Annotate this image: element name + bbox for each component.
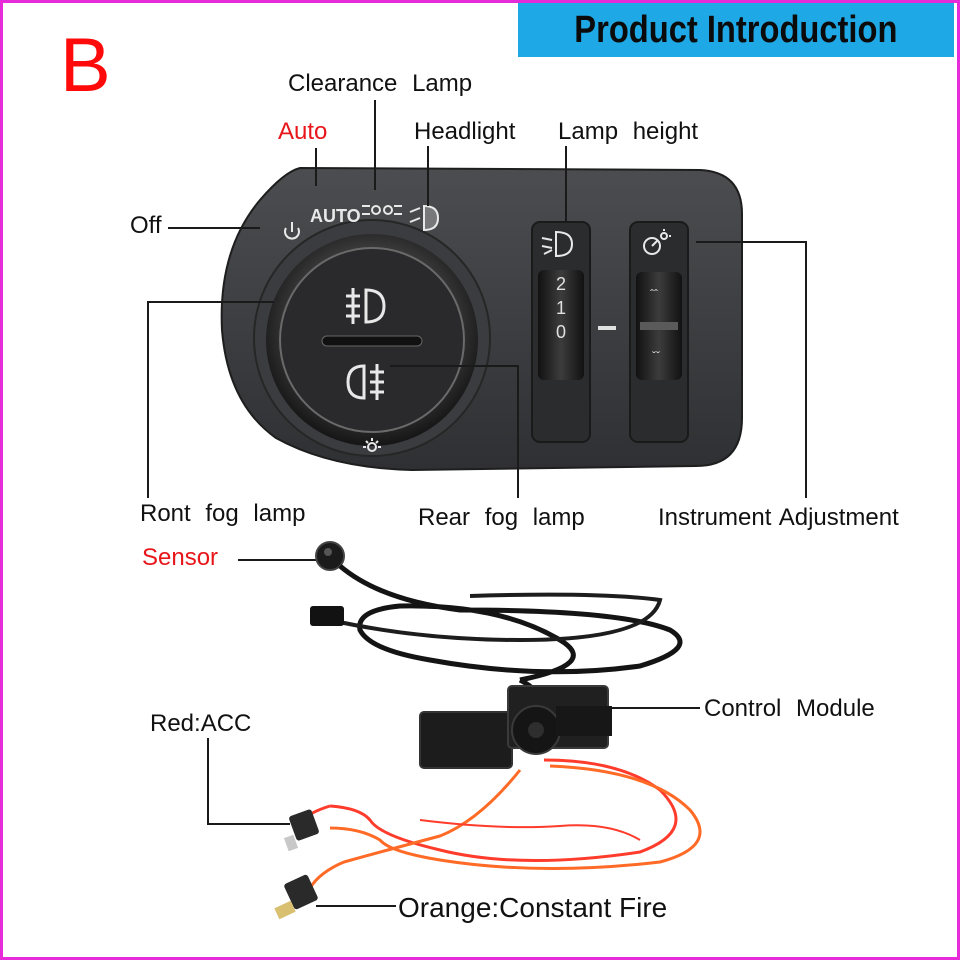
- label-instrument-adjustment: Instrument Adjustment: [658, 504, 899, 531]
- leader-lines: [147, 100, 807, 907]
- label-off: Off: [130, 212, 162, 239]
- label-front-fog-lamp: Ront fog lamp: [140, 500, 306, 527]
- dial-value-2: 2: [556, 274, 566, 294]
- label-rear-fog-lamp: Rear fog lamp: [418, 504, 585, 531]
- sensor-cable: [310, 541, 683, 711]
- label-lamp-height: Lamp height: [558, 118, 699, 145]
- power-wires: [298, 758, 702, 889]
- dial-value-1: 1: [556, 298, 566, 318]
- fuse-tap-orange: [274, 874, 318, 920]
- sensor-plug: [310, 606, 344, 626]
- front-fog-icon: [346, 288, 386, 324]
- clearance-lamp-icon: [362, 205, 402, 215]
- auto-marking: AUTO: [310, 206, 361, 226]
- wheel-up-arrows: ˆˆ: [650, 287, 658, 301]
- wheel-down-arrows: ˇˇ: [652, 349, 660, 363]
- label-headlight: Headlight: [414, 118, 516, 145]
- headlight-icon: [409, 204, 440, 232]
- dial-value-0: 0: [556, 322, 566, 342]
- label-orange-wire: Orange:Constant Fire: [398, 892, 668, 923]
- control-module: [419, 685, 612, 769]
- label-clearance-lamp: Clearance Lamp: [288, 70, 473, 97]
- lamp-height-icon: [541, 230, 574, 258]
- divider-dash: [598, 326, 616, 330]
- rear-fog-icon: [346, 364, 384, 400]
- headlight-switch-panel: AUTO 2 1 0: [220, 166, 743, 472]
- dimmer-icon: [363, 438, 381, 452]
- variant-letter: B: [60, 23, 111, 108]
- power-off-icon: [284, 222, 300, 240]
- banner-title: Product Introduction: [574, 8, 898, 51]
- title-banner: Product Introduction: [518, 3, 954, 57]
- light-sensor: [315, 541, 345, 571]
- label-auto: Auto: [278, 118, 328, 145]
- label-sensor: Sensor: [142, 544, 219, 571]
- fuse-tap-red: [283, 809, 319, 852]
- label-control-module: Control Module: [704, 695, 875, 722]
- wheel-center-notch: [640, 322, 678, 330]
- lamp-height-wheel: [538, 270, 584, 380]
- instrument-brightness-icon: [643, 229, 671, 255]
- knob-grip: [321, 335, 423, 347]
- label-red-wire: Red:ACC: [150, 710, 252, 737]
